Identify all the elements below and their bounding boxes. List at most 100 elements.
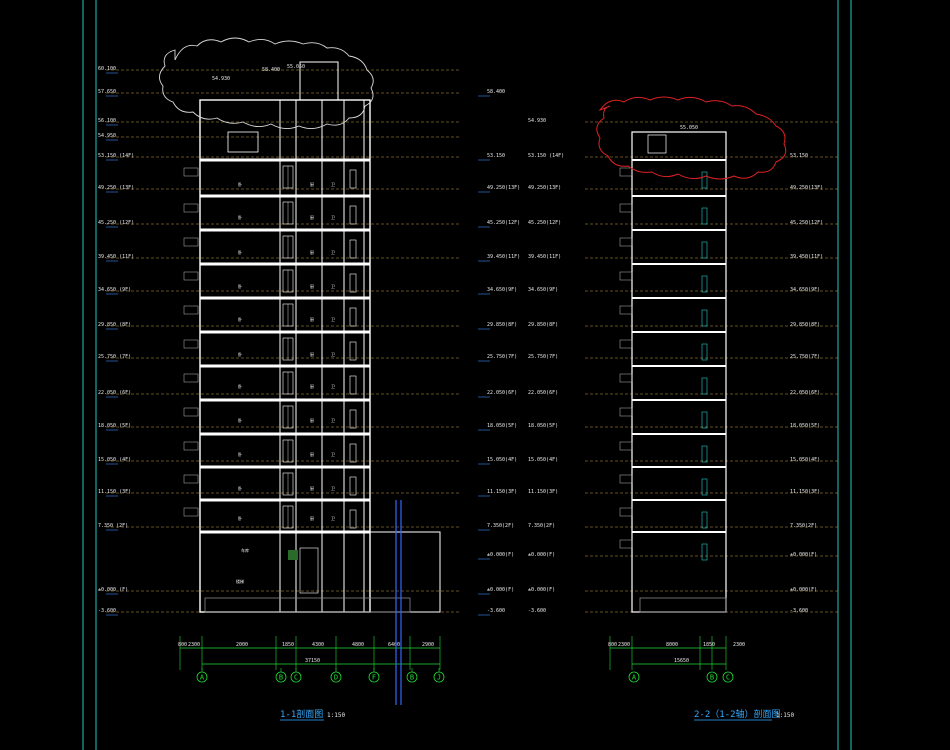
axis-label: D: [334, 674, 338, 682]
section2-title[interactable]: 2-2（1-2轴）剖面图: [694, 708, 781, 720]
axis-bubble: [722, 671, 734, 683]
dimension-text: 2300: [618, 642, 630, 648]
dimension-text: 8000: [666, 642, 678, 648]
room-label: 卧: [238, 515, 242, 521]
section1-top-label-2: 54.930: [212, 76, 230, 82]
floor-slab: [200, 465, 370, 469]
section2-level-lines: [585, 121, 840, 613]
floor-slab: [632, 297, 726, 299]
dimension-text: 800: [608, 642, 617, 648]
room-label: 卧: [238, 351, 242, 357]
right-level-label: 15.050(4F): [790, 457, 820, 463]
window: [349, 273, 357, 293]
balcony-rail: [183, 441, 199, 451]
axis-bubble: [330, 671, 342, 683]
left-level-label: 11.150 (3F): [98, 489, 131, 495]
room-label: 厨: [310, 485, 314, 491]
right-level-label: 7.350(2F): [487, 523, 514, 529]
room-label: 厨: [310, 383, 314, 389]
axis-bubble: [406, 671, 418, 683]
left-level-label: 49.250(13F): [528, 185, 561, 191]
floor-slab: [200, 158, 370, 162]
left-level-label: 7.350(2F): [528, 523, 555, 529]
left-level-label: -3.600: [98, 608, 116, 614]
section1-top-label-1: 55.050: [287, 64, 305, 70]
section2-building-outline: [619, 131, 727, 613]
window: [349, 341, 357, 361]
door: [701, 377, 708, 395]
right-level-label: 7.350(2F): [790, 523, 817, 529]
revision-cloud-section2: [596, 96, 787, 180]
dimension-text: 2000: [236, 642, 248, 648]
right-level-label: ±0.000(F): [790, 587, 817, 593]
balcony-rail: [619, 507, 633, 517]
section2-scale: 1:150: [776, 712, 794, 719]
floor-slab: [200, 296, 370, 300]
balcony-rail: [183, 237, 199, 247]
floor-slab: [632, 331, 726, 333]
door: [701, 275, 708, 293]
balcony-rail: [619, 167, 633, 177]
axis-label: B: [410, 674, 414, 682]
door: [701, 478, 708, 496]
room-label: 卫: [331, 250, 335, 255]
balcony-rail: [183, 271, 199, 281]
axis-bubble: [196, 671, 208, 683]
section1-title[interactable]: 1-1剖面图: [280, 708, 323, 720]
axis-bubble: [290, 671, 302, 683]
left-level-label: 11.150(3F): [528, 489, 558, 495]
room-label: 卫: [331, 284, 335, 289]
section2-top-label: 55.050: [680, 125, 698, 131]
dimension-text: 1850: [282, 642, 294, 648]
door: [701, 411, 708, 429]
sheet-border: [82, 0, 852, 750]
floor-slab: [632, 263, 726, 265]
balcony-rail: [619, 373, 633, 383]
dimension-text: 800: [178, 642, 187, 648]
dimension-text: 4300: [312, 642, 324, 648]
window: [349, 307, 357, 327]
section-1-1: 卧厨卫卧厨卫卧厨卫卧厨卫卧厨卫卧厨卫卧厨卫卧厨卫卧厨卫卧厨卫卧厨卫车库楼梯 60…: [98, 61, 520, 721]
axis-bubble: [368, 671, 380, 683]
right-level-label: 29.850(8F): [790, 322, 820, 328]
right-level-label: 53.150: [790, 153, 808, 159]
roof-stair-tower: [299, 61, 339, 101]
axis-bubble: [706, 671, 718, 683]
right-level-label: 29.850(8F): [487, 322, 517, 328]
dimension-text: 6400: [388, 642, 400, 648]
room-label: 卫: [331, 182, 335, 187]
right-level-label: 34.650(9F): [487, 287, 517, 293]
right-level-label: -3.600: [790, 608, 808, 614]
left-level-label: 29.850(8F): [528, 322, 558, 328]
left-level-label: ±0.000 (F): [98, 587, 128, 593]
room-label: 卧: [238, 316, 242, 322]
room-label: 卫: [331, 352, 335, 357]
room-label: 卫: [331, 418, 335, 423]
basement-slab: [204, 597, 411, 613]
left-level-label: 49.250 (13F): [98, 185, 134, 191]
window: [349, 169, 357, 189]
entrance-door: [299, 547, 319, 594]
left-level-label: 57.650: [98, 89, 116, 95]
room-label: 卧: [238, 214, 242, 220]
floor-slab: [632, 399, 726, 401]
left-level-label: 34.650(9F): [528, 287, 558, 293]
left-level-label: 34.650 (9F): [98, 287, 131, 293]
floor-slab: [632, 229, 726, 231]
basement-slab: [639, 597, 727, 613]
section1-building-outline: 卧厨卫卧厨卫卧厨卫卧厨卫卧厨卫卧厨卫卧厨卫卧厨卫卧厨卫卧厨卫卧厨卫车库楼梯: [183, 61, 441, 613]
room-label: 卧: [238, 417, 242, 423]
left-level-label: 18.050 (5F): [98, 423, 131, 429]
left-level-label: 18.050(5F): [528, 423, 558, 429]
balcony-rail: [619, 474, 633, 484]
room-label: 厨: [310, 316, 314, 322]
balcony-rail: [183, 373, 199, 383]
right-level-label: ±0.000(F): [790, 552, 817, 558]
left-level-label: 56.100: [98, 118, 116, 124]
door: [701, 343, 708, 361]
section1-scale: 1:150: [327, 712, 345, 719]
axis-label: F: [372, 674, 376, 682]
right-level-label: 45.250(12F): [790, 220, 823, 226]
